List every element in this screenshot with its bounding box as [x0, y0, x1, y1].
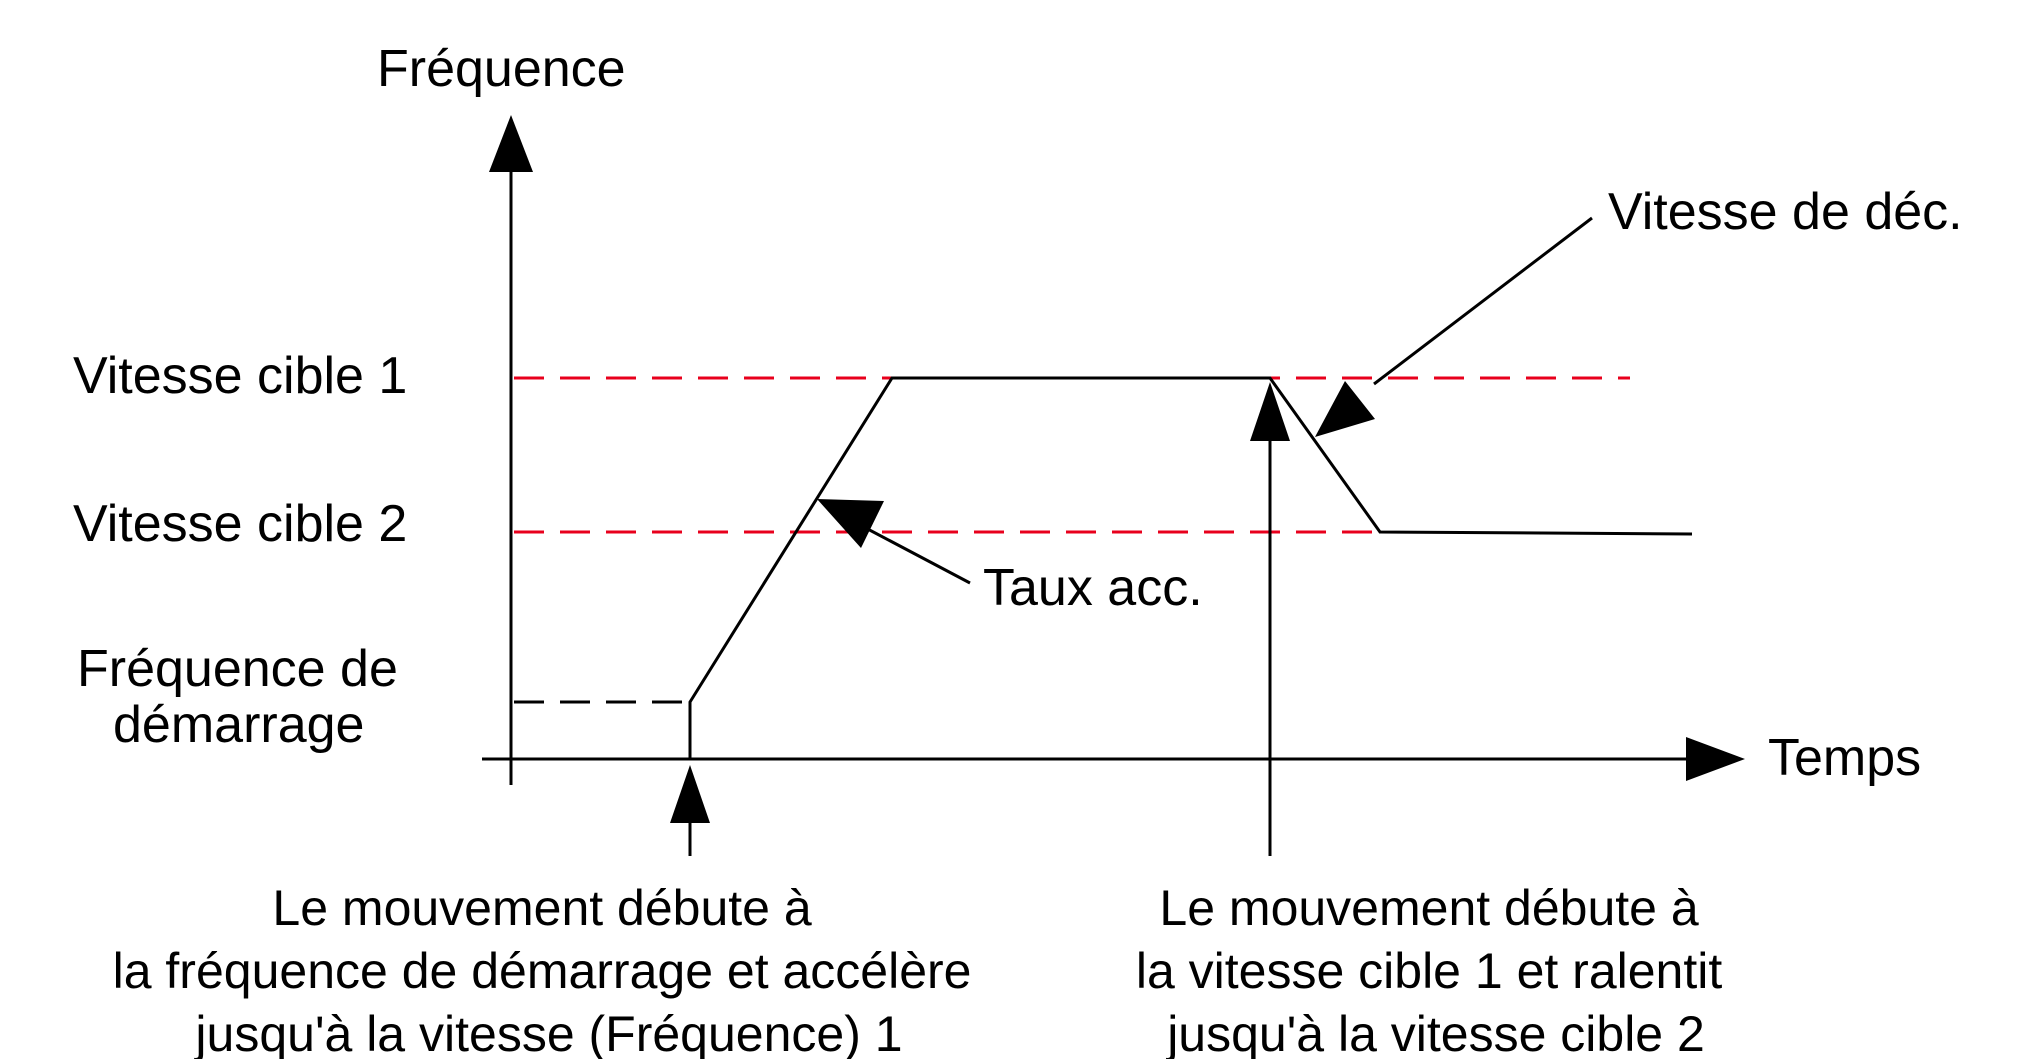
- acc-rate-pointer-line: [861, 524, 971, 585]
- start-frequency-label-line2: démarrage: [113, 696, 364, 754]
- right-caption-line1: Le mouvement débute à: [1159, 880, 1698, 936]
- right-caption-line3: jusqu'à la vitesse cible 2: [1165, 1006, 1705, 1059]
- decel-event-marker-arrowhead: [1250, 382, 1290, 441]
- speed-profile-curve: [688, 376, 1693, 760]
- start-event-marker-arrowhead: [670, 765, 710, 823]
- acc-rate-label: Taux acc.: [983, 559, 1203, 617]
- dec-rate-pointer-arrowhead: [1315, 381, 1375, 437]
- x-axis-arrowhead: [1686, 737, 1745, 781]
- target-speed-2-label: Vitesse cible 2: [73, 495, 407, 553]
- target-speed-1-label: Vitesse cible 1: [73, 347, 407, 405]
- left-caption-line1: Le mouvement débute à: [272, 880, 811, 936]
- x-axis-label: Temps: [1768, 729, 1921, 787]
- left-caption: Le mouvement débute à la fréquence de dé…: [113, 880, 986, 1059]
- left-caption-line2: la fréquence de démarrage et accélère: [113, 943, 972, 999]
- acc-rate-pointer-arrowhead: [817, 499, 884, 548]
- y-axis-label: Fréquence: [377, 40, 626, 98]
- dec-rate-pointer-line: [1373, 216, 1593, 386]
- start-frequency-label-line1: Fréquence de: [77, 640, 398, 698]
- right-caption: Le mouvement débute à la vitesse cible 1…: [1136, 880, 1736, 1059]
- y-axis-arrowhead: [489, 115, 533, 172]
- left-caption-line3: jusqu'à la vitesse (Fréquence) 1: [193, 1006, 902, 1059]
- right-caption-line2: la vitesse cible 1 et ralentit: [1136, 943, 1723, 999]
- dec-rate-label: Vitesse de déc.: [1608, 183, 1963, 241]
